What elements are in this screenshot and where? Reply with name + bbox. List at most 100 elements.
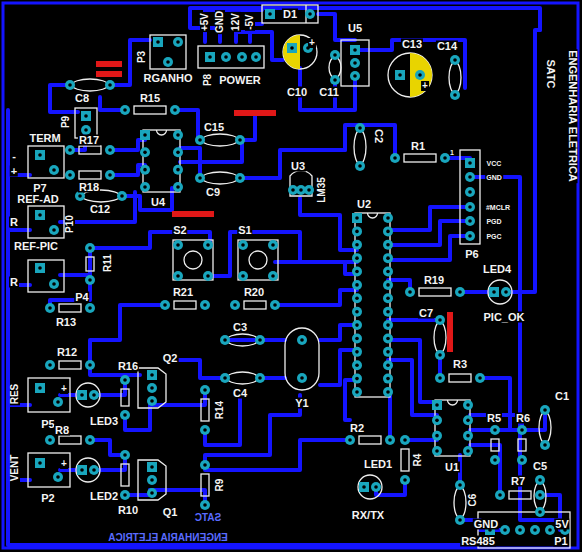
drill-hole <box>386 350 390 354</box>
pad <box>287 43 297 53</box>
capacitor-symbol <box>72 79 108 91</box>
led-symbol <box>358 475 382 499</box>
silkscreen-label: R7 <box>510 476 526 487</box>
pad <box>45 360 55 370</box>
drill-hole <box>468 219 472 223</box>
drill-hole <box>123 453 127 457</box>
silkscreen-label: R9 <box>215 478 225 493</box>
jumper-header <box>75 108 97 138</box>
drill-hole <box>150 373 154 377</box>
drill-hole <box>386 337 390 341</box>
drill-hole <box>150 465 154 469</box>
resistor-symbol <box>201 399 209 421</box>
pad <box>238 240 248 250</box>
drill-hole <box>80 393 84 397</box>
drill-hole <box>438 376 442 380</box>
drill-hole <box>203 503 207 507</box>
pad <box>432 415 442 425</box>
silkscreen-label: R <box>9 277 19 288</box>
terminal-block <box>28 206 64 238</box>
pad <box>35 263 45 273</box>
pad <box>383 333 393 343</box>
drill-hole <box>548 528 552 532</box>
silkscreen-label: RS485 <box>460 536 496 547</box>
silkscreen-label: R19 <box>423 275 445 286</box>
drill-hole <box>38 386 42 390</box>
capacitor-symbol <box>534 482 546 510</box>
drill-hole <box>538 493 542 497</box>
pad <box>53 397 63 407</box>
silkscreen-label: R18 <box>78 182 100 193</box>
pad <box>173 37 183 47</box>
silkscreen-label: P9 <box>61 115 71 129</box>
drill-hole <box>503 528 507 532</box>
drill-hole <box>48 438 52 442</box>
resistor-symbol <box>404 154 436 162</box>
drill-hole <box>123 413 127 417</box>
capacitor-symbol <box>329 57 341 78</box>
pad <box>395 70 405 80</box>
drill-hole <box>48 306 52 310</box>
pad <box>455 480 465 490</box>
drill-hole <box>68 148 72 152</box>
trimmer-outline <box>150 35 186 69</box>
pad <box>383 240 393 250</box>
silkscreen-label: C15 <box>203 122 225 133</box>
resistor-symbol <box>449 374 471 382</box>
silkscreen-label: LED1 <box>363 459 393 470</box>
silkscreen-label: R13 <box>55 317 77 328</box>
drill-hole <box>224 55 228 59</box>
led-symbol <box>76 383 100 407</box>
drill-hole <box>88 306 92 310</box>
drill-hole <box>206 243 210 247</box>
pad <box>435 315 445 325</box>
silkscreen-label: R5 <box>486 413 502 424</box>
pad <box>235 135 245 145</box>
pad <box>35 383 45 393</box>
silkscreen-label: REF-AD <box>16 194 60 205</box>
pad <box>352 320 362 330</box>
drill-hole <box>438 318 442 322</box>
drill-hole <box>150 386 154 390</box>
silkscreen-label: + <box>60 459 68 469</box>
silkscreen-label: C4 <box>232 388 248 399</box>
drill-hole <box>333 53 337 57</box>
drill-hole <box>355 230 359 234</box>
silkscreen-label: R1 <box>410 141 426 152</box>
pad <box>173 182 183 192</box>
pad <box>35 458 45 468</box>
pad <box>355 123 365 133</box>
pad <box>220 335 230 345</box>
pad <box>352 293 362 303</box>
pad <box>455 515 465 525</box>
pad <box>352 374 362 384</box>
pad <box>450 55 460 65</box>
led-symbol <box>488 280 512 304</box>
silkscreen-label: + <box>60 384 68 394</box>
drill-hole <box>355 297 359 301</box>
electrolytic-capacitor <box>283 35 317 69</box>
pad <box>49 279 59 289</box>
resistor-symbol <box>59 436 81 444</box>
drill-hole <box>466 419 470 423</box>
silkscreen-label: U2 <box>356 199 372 210</box>
drill-hole <box>355 377 359 381</box>
led-symbol <box>76 458 100 482</box>
drill-hole <box>150 491 154 495</box>
drill-hole <box>355 363 359 367</box>
pad <box>465 158 475 168</box>
resistor-symbol <box>201 474 209 496</box>
pad <box>85 360 95 370</box>
pad <box>465 216 475 226</box>
pad <box>450 90 460 100</box>
drill-hole <box>355 270 359 274</box>
drill-hole <box>291 188 295 192</box>
drill-hole <box>48 363 52 367</box>
silkscreen-label: +5V <box>200 12 210 32</box>
drill-hole <box>290 46 294 50</box>
crystal-outline <box>285 328 319 390</box>
pad <box>463 431 473 441</box>
drill-hole <box>386 323 390 327</box>
